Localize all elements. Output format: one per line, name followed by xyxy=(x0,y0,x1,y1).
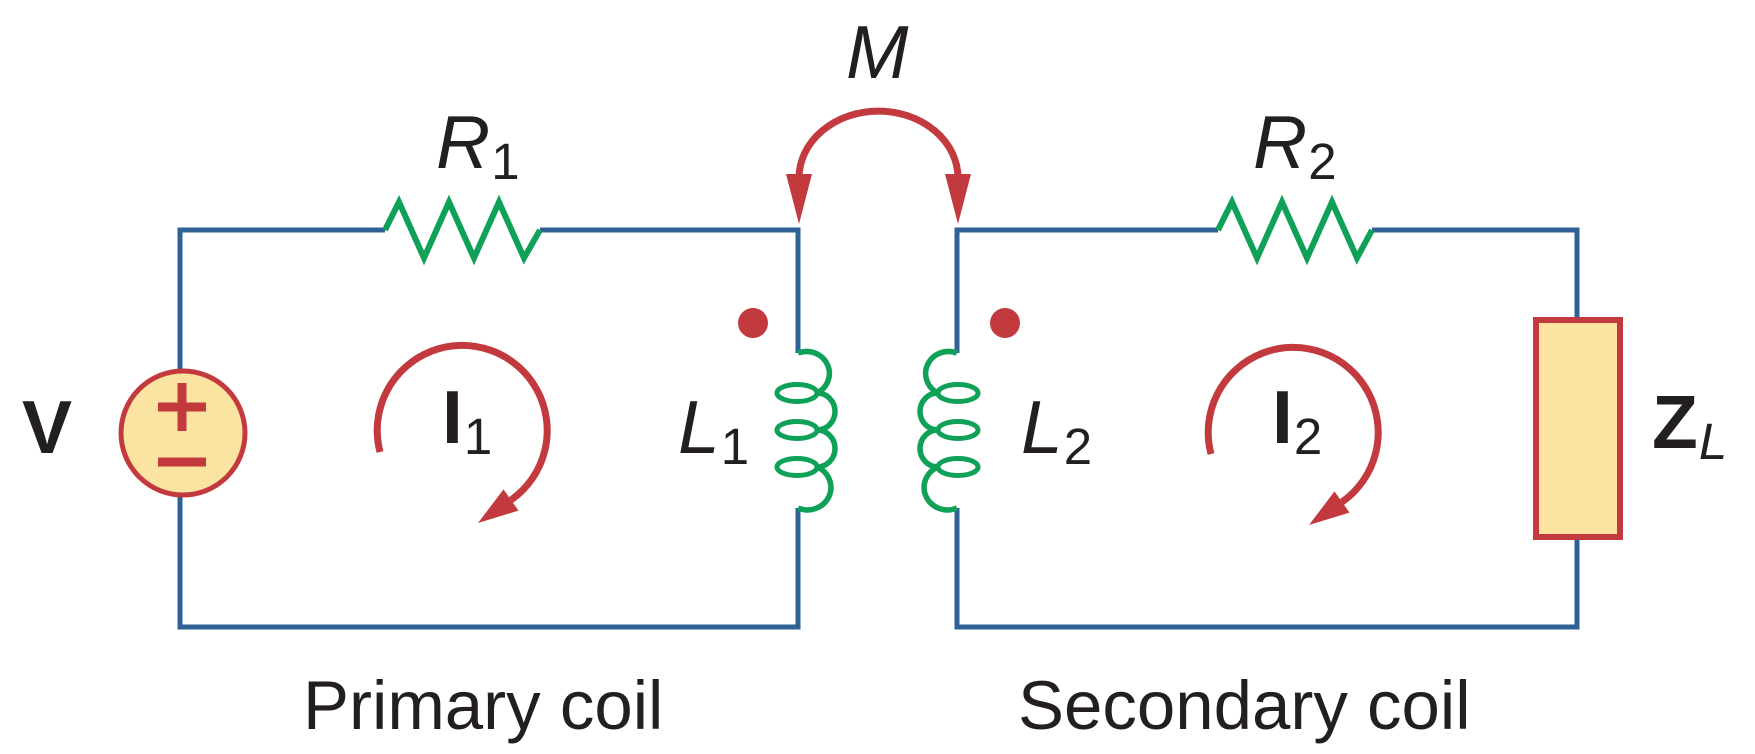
mutual-coupling-arc xyxy=(795,107,962,179)
secondary-loop-wire xyxy=(954,227,1580,630)
dot-marker-l1 xyxy=(738,308,768,338)
l1-label: L1 xyxy=(678,385,750,476)
inductor-l1-loop xyxy=(774,382,820,404)
inductor-l1-loop xyxy=(774,419,820,441)
source-label: V xyxy=(22,385,73,469)
current-arrow-i2 xyxy=(1204,343,1382,505)
current-arrowhead-i2-icon xyxy=(1309,491,1350,525)
mutual-arrowhead-left-icon xyxy=(786,174,812,224)
r2-label: R2 xyxy=(1253,100,1337,191)
resistor-r1 xyxy=(382,194,543,266)
resistor-r2 xyxy=(1215,194,1375,266)
inductor-l1-loop xyxy=(774,456,820,478)
l2-label: L2 xyxy=(1021,385,1093,476)
primary-coil-caption: Primary coil xyxy=(303,667,664,744)
load-zl xyxy=(1533,317,1623,540)
plus-sign-icon xyxy=(158,383,206,431)
dot-marker-l2 xyxy=(990,308,1020,338)
voltage-source xyxy=(118,368,248,498)
inductor-l2-loop xyxy=(935,382,981,404)
zl-label: ZL xyxy=(1652,380,1728,471)
r1-label: R1 xyxy=(436,100,520,191)
i2-label: I2 xyxy=(1272,375,1323,466)
secondary-coil-caption: Secondary coil xyxy=(1018,667,1471,744)
mutual-label: M xyxy=(846,10,909,94)
i1-label: I1 xyxy=(442,375,493,466)
inductor-l2-loop xyxy=(935,419,981,441)
mutual-arrowhead-right-icon xyxy=(945,174,971,224)
inductor-l2-loop xyxy=(935,456,981,478)
current-arrowhead-i1-icon xyxy=(478,489,519,523)
current-arrow-i1 xyxy=(373,341,551,503)
primary-loop-wire xyxy=(177,227,801,630)
